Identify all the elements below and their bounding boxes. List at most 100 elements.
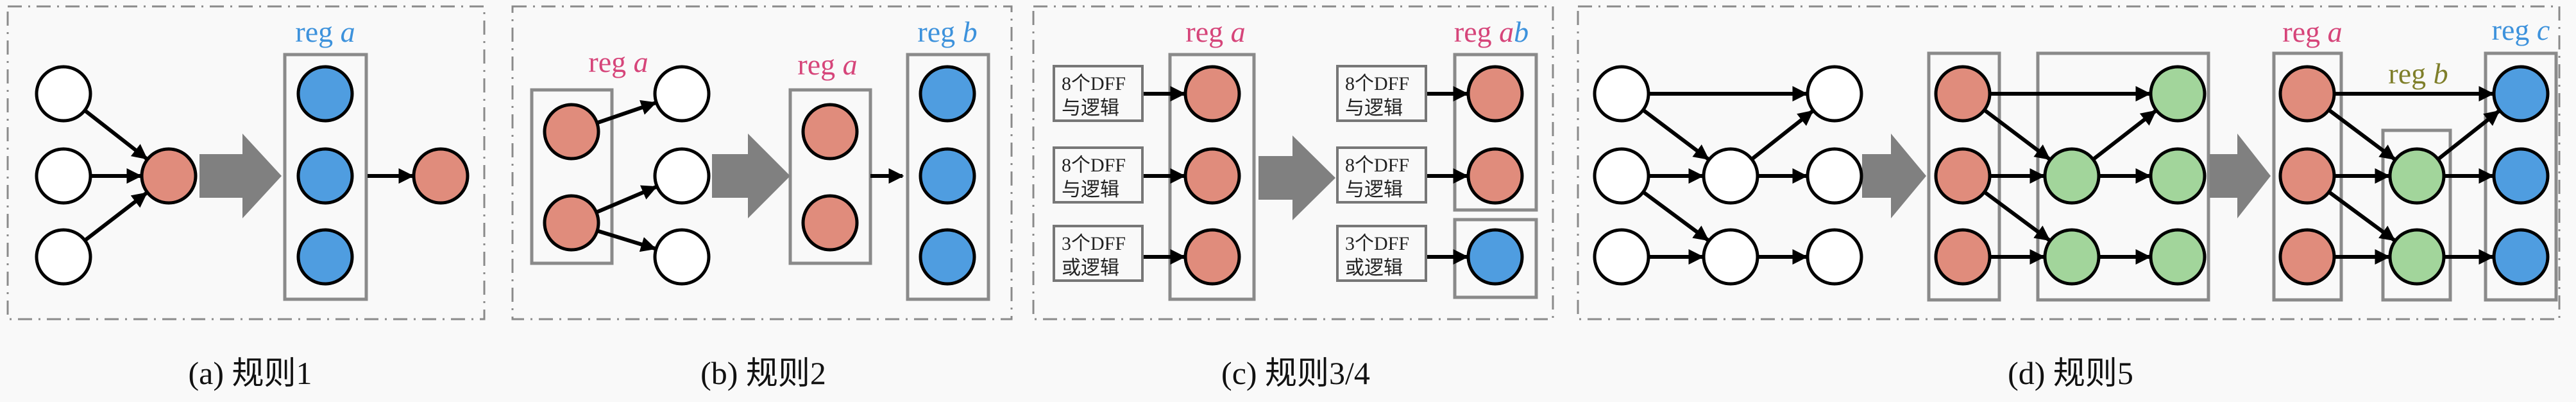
panel-frame-d	[1577, 5, 2561, 320]
graph-node	[2278, 228, 2336, 286]
graph-node	[1593, 65, 1650, 123]
dff-line2: 与逻辑	[1062, 98, 1119, 119]
graph-node	[2492, 65, 2550, 123]
graph-node	[653, 147, 711, 205]
transform-arrow-icon	[1258, 135, 1335, 220]
graph-node	[801, 194, 859, 252]
panel-frame-a	[6, 5, 486, 320]
register-box	[530, 88, 614, 265]
caption-c: (c) 规则3/4	[1221, 355, 1370, 391]
graph-node	[1593, 147, 1650, 205]
graph-node	[919, 65, 976, 123]
edge-arrow	[1641, 108, 1709, 161]
graph-node	[2492, 147, 2550, 205]
dff-line2: 或逻辑	[1062, 258, 1119, 279]
graph-node	[801, 103, 859, 161]
dff-logic-box	[1336, 65, 1427, 122]
edge-arrow	[2092, 109, 2157, 161]
edge-arrow	[596, 100, 657, 125]
graph-node	[1593, 228, 1650, 286]
graph-node	[1934, 228, 1992, 286]
graph-node	[35, 228, 92, 286]
graph-node	[919, 228, 976, 286]
caption-a: (a) 规则1	[189, 355, 312, 391]
graph-node	[1183, 228, 1241, 286]
graph-node	[543, 103, 600, 161]
dff-logic-box	[1336, 225, 1427, 282]
dff-line1: 8个DFF	[1062, 155, 1126, 176]
graph-node	[2043, 228, 2101, 286]
dff-line2: 与逻辑	[1062, 179, 1119, 200]
graph-node	[296, 147, 354, 205]
dff-logic-box	[1053, 146, 1144, 204]
edge-arrow	[2437, 109, 2500, 161]
dff-line2: 与逻辑	[1345, 98, 1403, 119]
graph-node	[653, 228, 711, 286]
dff-logic-box	[1336, 146, 1427, 204]
graph-node	[1466, 228, 1524, 286]
panel-b-reg-b-label: reg b	[917, 15, 977, 48]
graph-node	[2149, 147, 2207, 205]
dff-line1: 8个DFF	[1345, 155, 1409, 176]
edge-arrow	[595, 185, 657, 214]
graph-node	[1806, 147, 1863, 205]
graph-node	[412, 147, 470, 205]
edge-arrow	[83, 109, 148, 161]
dff-logic-box	[1053, 65, 1144, 122]
graph-node	[1183, 147, 1241, 205]
edge-arrow	[2328, 190, 2396, 242]
graph-node	[1466, 147, 1524, 205]
graph-node	[296, 65, 354, 123]
graph-node	[653, 65, 711, 123]
caption-b: (b) 规则2	[700, 355, 826, 391]
dff-line2: 与逻辑	[1345, 179, 1403, 200]
register-box	[1453, 53, 1538, 212]
edge-arrow	[1983, 108, 2051, 161]
graph-node	[35, 65, 92, 123]
edge-arrow	[597, 229, 657, 252]
edge-arrow	[1983, 190, 2051, 242]
graph-node	[140, 147, 198, 205]
graph-node	[1466, 65, 1524, 123]
panel-b-reg-a-mid-label: reg a	[797, 48, 857, 81]
graph-node	[2149, 228, 2207, 286]
graph-node	[2278, 147, 2336, 205]
graph-node	[1702, 147, 1759, 205]
graph-node	[2149, 65, 2207, 123]
graph-node	[1806, 228, 1863, 286]
graph-node	[2043, 147, 2101, 205]
graph-node	[2388, 228, 2446, 286]
dff-line1: 8个DFF	[1345, 73, 1409, 94]
graph-node	[1934, 65, 1992, 123]
edge-arrow	[1750, 109, 1814, 161]
transform-arrow-icon	[199, 134, 282, 218]
panel-frame-b	[511, 5, 1013, 320]
graph-node	[2492, 228, 2550, 286]
edge-arrow	[1641, 190, 1709, 242]
dff-line2: 或逻辑	[1345, 258, 1403, 279]
panel-d-reg-a-label: reg a	[2282, 15, 2342, 48]
graph-node	[1183, 65, 1241, 123]
transform-arrow-icon	[1862, 134, 1926, 218]
graph-node	[919, 147, 976, 205]
transform-arrow-icon	[2210, 134, 2271, 218]
graph-node	[1806, 65, 1863, 123]
panel-c-reg-ab-label: reg ab	[1454, 15, 1529, 48]
graph-node	[296, 228, 354, 286]
graph-node	[2388, 147, 2446, 205]
register-box	[2381, 128, 2452, 302]
caption-d: (d) 规则5	[2008, 355, 2133, 391]
graph-node	[543, 194, 600, 252]
edge-arrow	[2327, 108, 2396, 161]
graph-node	[1702, 228, 1759, 286]
edge-arrow	[83, 191, 148, 242]
graph-node	[35, 147, 92, 205]
dff-line1: 3个DFF	[1345, 233, 1409, 254]
panel-d-reg-b-label: reg b	[2388, 57, 2448, 90]
graph-node	[1934, 147, 1992, 205]
graph-node	[2278, 65, 2336, 123]
dff-logic-box	[1053, 225, 1144, 282]
panel-a-reg-label: reg a	[295, 15, 355, 48]
panel-frame-c	[1032, 5, 1554, 320]
register-box	[283, 53, 368, 301]
